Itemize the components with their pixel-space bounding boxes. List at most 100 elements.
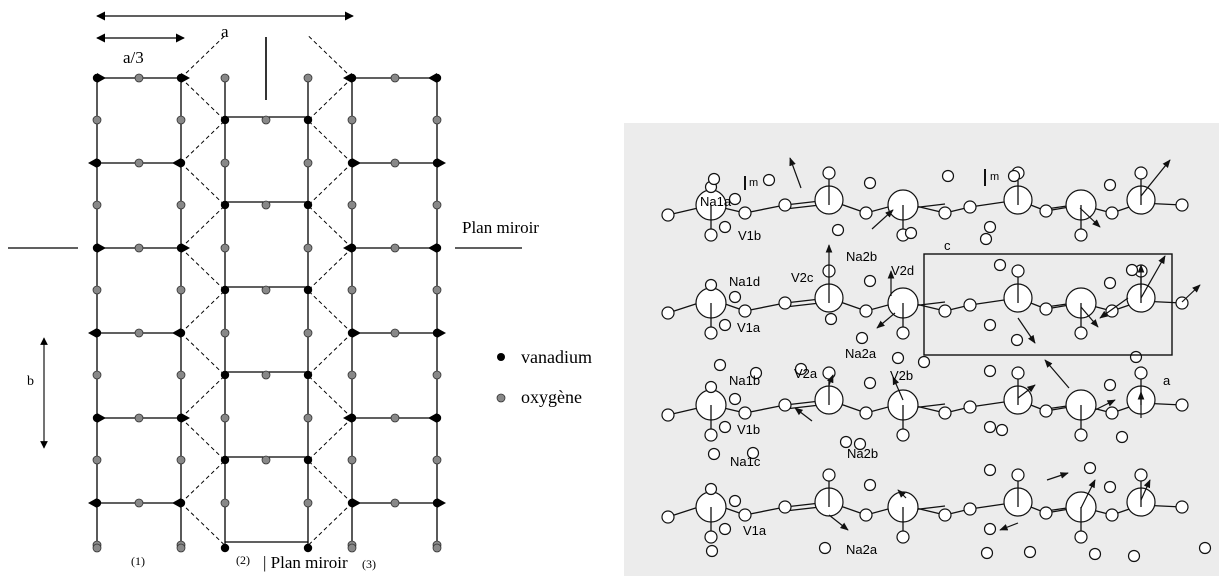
structure-atom xyxy=(1103,480,1117,494)
structure-atom xyxy=(1175,500,1189,514)
atom-label-v2a: V2a xyxy=(794,366,818,381)
structure-atom xyxy=(1134,468,1148,482)
structure-atom xyxy=(718,522,732,536)
structure-atom xyxy=(1074,428,1088,442)
structure-atom xyxy=(859,406,873,420)
structure-atom xyxy=(1088,547,1102,561)
unit-cell-box xyxy=(923,253,1173,356)
oxygen-atom xyxy=(220,158,230,168)
structure-atom xyxy=(749,366,763,380)
structure-bond xyxy=(744,204,786,214)
displacement-vector xyxy=(789,157,802,189)
oxygen-atom xyxy=(347,370,357,380)
atom-label-v1a-upper: V1a xyxy=(737,320,761,335)
structure-atom xyxy=(863,478,877,492)
polyhedron-edge-dashed xyxy=(307,205,353,249)
structure-atom xyxy=(707,447,721,461)
vanadium-atom xyxy=(432,243,442,253)
structure-atom xyxy=(704,530,718,544)
legend-vanadium-marker xyxy=(497,353,505,361)
structure-atom xyxy=(704,326,718,340)
structure-atom xyxy=(831,223,845,237)
vanadium-atom xyxy=(303,370,313,380)
vanadium-atom xyxy=(347,498,357,508)
oxygen-atom xyxy=(220,328,230,338)
structure-atom xyxy=(738,304,752,318)
vanadium-atom xyxy=(92,498,102,508)
vanadium-atom xyxy=(176,73,186,83)
oxygen-atom xyxy=(92,115,102,125)
structure-atom xyxy=(979,232,993,246)
structure-atom xyxy=(661,208,675,222)
structure-atom xyxy=(938,206,952,220)
structure-atom xyxy=(718,220,732,234)
oxygen-atom xyxy=(432,115,442,125)
structure-atom xyxy=(728,192,742,206)
oxygen-atom xyxy=(390,243,400,253)
vanadium-atom xyxy=(303,115,313,125)
dimension-a3-label: a/3 xyxy=(123,48,144,67)
structure-bond xyxy=(744,506,786,516)
vanadium-atom xyxy=(303,200,313,210)
structure-atom xyxy=(707,172,721,186)
vanadium-atom xyxy=(303,285,313,295)
structure-atom xyxy=(738,406,752,420)
polyhedron-edge-dashed xyxy=(180,502,226,546)
structure-atom xyxy=(983,318,997,332)
vanadium-atom xyxy=(347,73,357,83)
atom-label-v2d: V2d xyxy=(891,263,914,278)
structure-atom xyxy=(728,392,742,406)
oxygen-atom xyxy=(390,158,400,168)
displacement-vector xyxy=(1046,472,1069,481)
oxygen-atom xyxy=(261,285,271,295)
structure-atom xyxy=(728,290,742,304)
displacement-vector xyxy=(1099,297,1129,319)
structure-atom xyxy=(896,326,910,340)
displacement-vector xyxy=(999,522,1019,531)
structure-atom xyxy=(983,220,997,234)
oxygen-atom xyxy=(176,370,186,380)
vanadium-atom xyxy=(92,413,102,423)
structure-atom xyxy=(661,510,675,524)
oxygen-atom xyxy=(261,370,271,380)
oxygen-atom xyxy=(92,543,102,553)
oxygen-atom xyxy=(92,370,102,380)
atom-label-na2a-upper: Na2a xyxy=(845,346,877,361)
atom-label-na1c: Na1c xyxy=(730,454,761,469)
structure-atom xyxy=(863,274,877,288)
structure-atom xyxy=(896,428,910,442)
structure-atom xyxy=(855,331,869,345)
polyhedron-edge-dashed xyxy=(307,417,353,461)
displacement-vector xyxy=(794,407,813,422)
vanadium-atom xyxy=(92,158,102,168)
polyhedron-edge-dashed xyxy=(180,120,226,164)
displacement-vector xyxy=(897,489,907,499)
structure-atom xyxy=(1103,178,1117,192)
displacement-vector xyxy=(1017,317,1036,344)
oxygen-atom xyxy=(303,413,313,423)
polyhedron-edge-dashed xyxy=(307,460,353,504)
legend-vanadium-label: vanadium xyxy=(521,347,592,367)
oxygen-atom xyxy=(432,370,442,380)
polyhedron-edge-dashed xyxy=(180,417,226,461)
structure-atom xyxy=(1134,166,1148,180)
column-label-3: (3) xyxy=(362,557,376,571)
atom-labels: Na1a V1b Na2b c V2c V2d Na1d V1a Na2a a … xyxy=(700,194,1171,557)
bottom-mirror-label: | Plan miroir xyxy=(263,553,348,572)
atom-label-v1b-lower: V1b xyxy=(737,422,760,437)
oxygen-atom xyxy=(347,543,357,553)
polyhedron-edge-dashed xyxy=(307,120,353,164)
vanadium-atom xyxy=(347,413,357,423)
polyhedron-edge-dashed xyxy=(307,247,353,291)
polyhedron-edge-dashed xyxy=(180,162,226,206)
structure-atom xyxy=(983,364,997,378)
oxygen-atom xyxy=(134,498,144,508)
structure-atom xyxy=(995,423,1009,437)
polyhedron-edge-dashed xyxy=(180,35,226,79)
vanadium-atom xyxy=(92,328,102,338)
structure-atom xyxy=(938,304,952,318)
polyhedron-edge-dashed xyxy=(180,375,226,419)
vanadium-atom xyxy=(176,498,186,508)
structure-atom xyxy=(1105,406,1119,420)
structure-atom xyxy=(1083,461,1097,475)
